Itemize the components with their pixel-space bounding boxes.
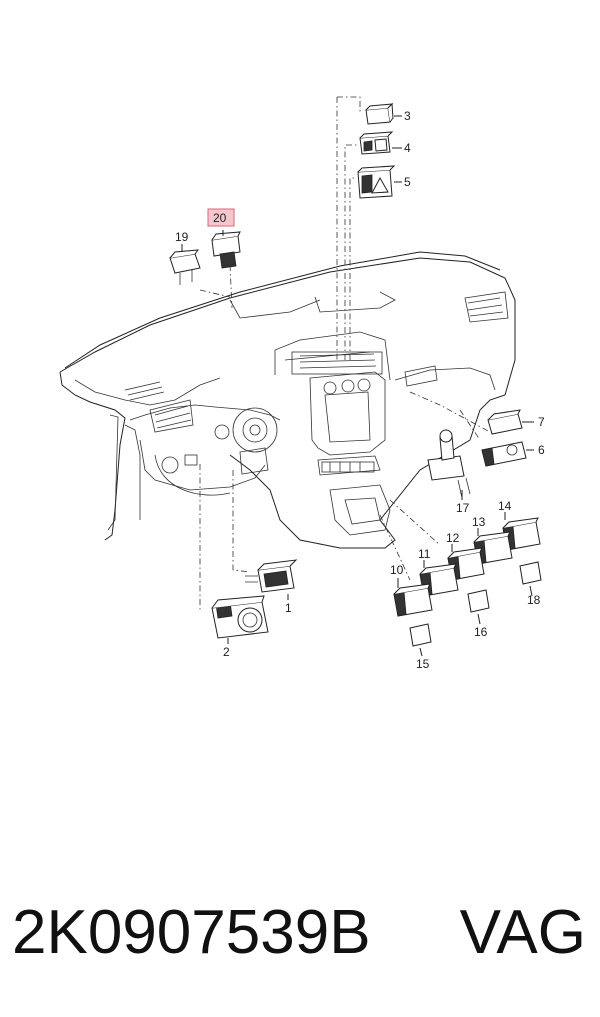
part-5 — [357, 165, 396, 199]
part-16 — [467, 589, 490, 613]
callout-6: 6 — [538, 443, 545, 457]
caption: 2K0907539B VAG — [12, 893, 590, 973]
part-10 — [393, 583, 433, 617]
part-18 — [427, 429, 471, 499]
part-4 — [359, 131, 394, 155]
part-17 — [519, 561, 542, 585]
callout-1: 1 — [285, 601, 292, 615]
callout-12: 12 — [446, 531, 460, 545]
part-20 — [211, 231, 241, 269]
part-6 — [481, 441, 527, 467]
callout-10: 10 — [390, 563, 404, 577]
callout-14: 14 — [498, 499, 512, 513]
dashboard-outline — [59, 251, 516, 549]
part-3 — [365, 102, 394, 125]
part-15 — [409, 623, 432, 647]
part-number: 2K0907539B — [12, 898, 371, 967]
part-14 — [502, 517, 541, 551]
callout-18: 17 — [456, 501, 470, 515]
callout-leaders — [181, 115, 534, 657]
callout-7: 7 — [538, 415, 545, 429]
part-2 — [211, 595, 269, 639]
brand-name: VAG — [459, 898, 586, 967]
callout-19: 19 — [175, 230, 189, 244]
part-7 — [487, 409, 523, 435]
callout-2: 2 — [223, 645, 230, 659]
callout-17: 18 — [527, 593, 541, 607]
callout-13: 13 — [472, 515, 486, 529]
parts-diagram: 3 4 5 20 19 7 6 17 14 13 12 11 10 18 16 … — [59, 96, 545, 671]
callout-15: 15 — [416, 657, 430, 671]
callout-20: 20 — [213, 211, 227, 225]
callout-16: 16 — [474, 625, 488, 639]
callout-11: 11 — [418, 547, 431, 561]
callout-4: 4 — [404, 141, 411, 155]
leader-lines — [199, 96, 491, 610]
centre-console-controls — [291, 351, 383, 473]
callout-labels: 3 4 5 20 19 7 6 17 14 13 12 11 10 18 16 … — [175, 109, 545, 671]
callout-3: 3 — [404, 109, 411, 123]
part-1 — [245, 559, 298, 593]
callout-5: 5 — [404, 175, 411, 189]
part-13 — [473, 531, 513, 565]
steering-column — [161, 407, 278, 474]
callout-20-highlight — [207, 208, 235, 227]
part-19 — [169, 249, 201, 285]
